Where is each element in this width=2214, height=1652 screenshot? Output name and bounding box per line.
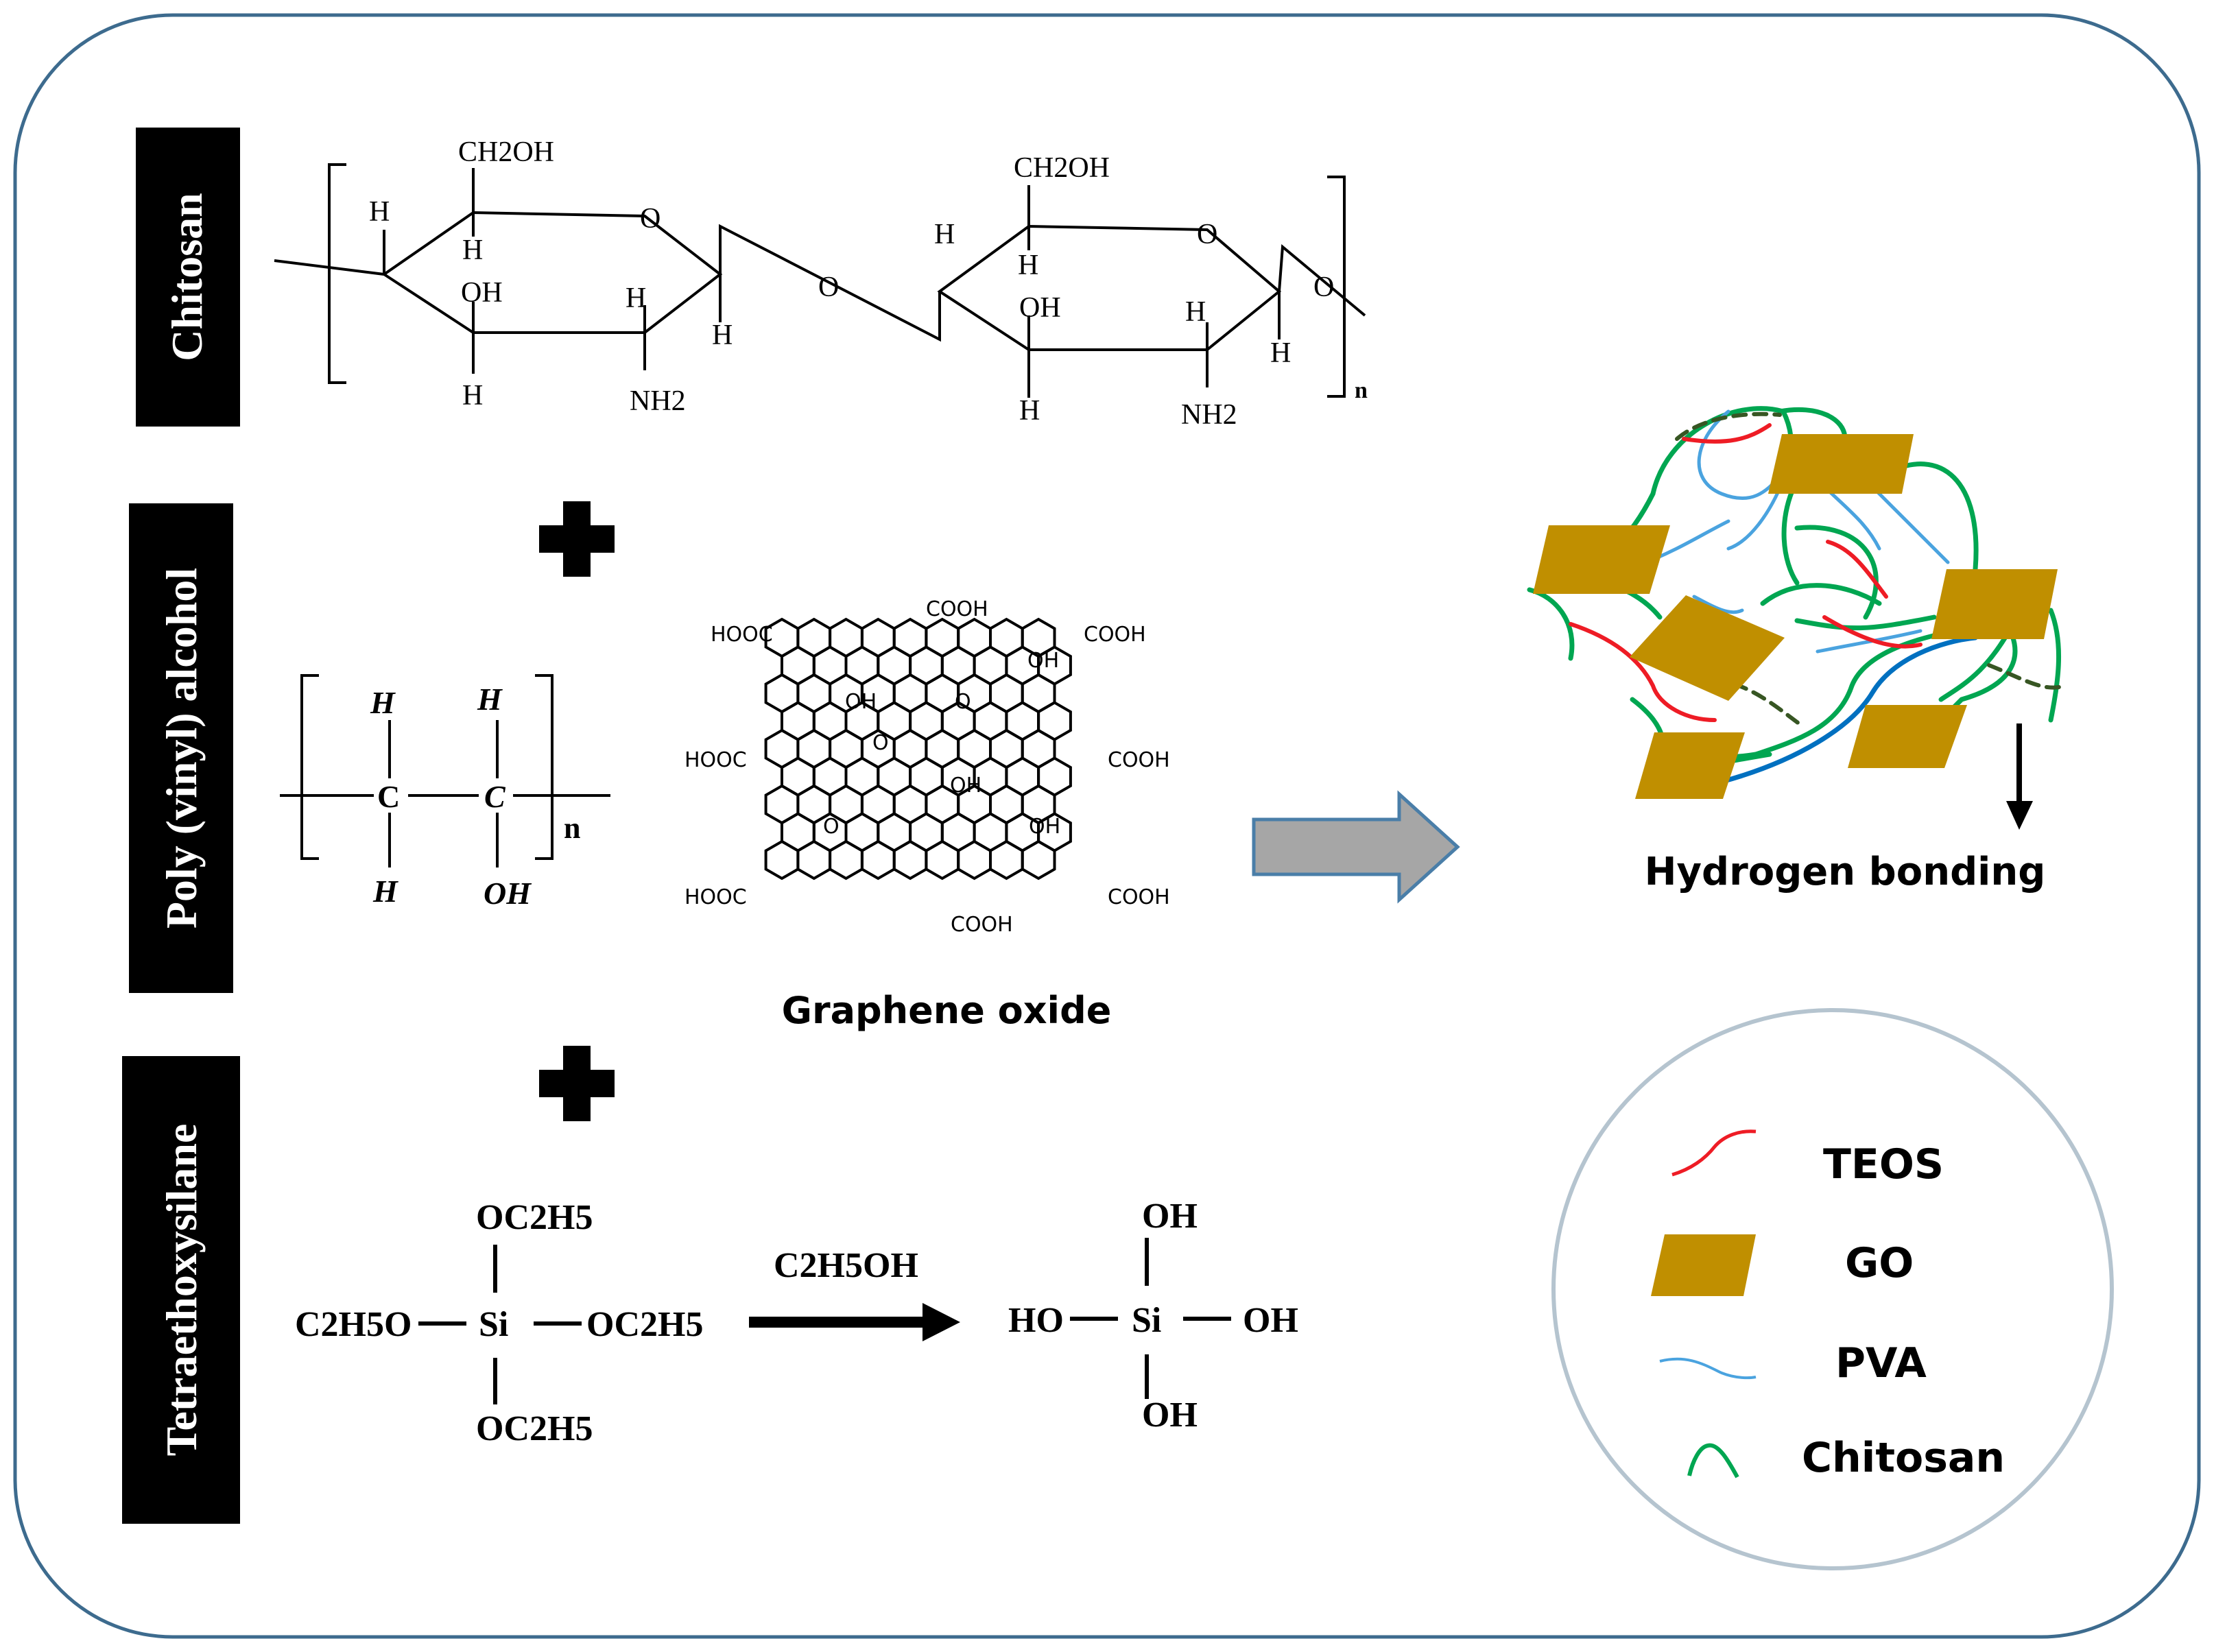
legend-pva-swatch: [1659, 1357, 1757, 1380]
svg-text:COOH: COOH: [1108, 748, 1170, 772]
graphene-hexagon: [925, 839, 960, 881]
label-pva: Poly (vinyl) alcohol: [129, 503, 233, 993]
teos-reaction: OC2H5 C2H5O Si OC2H5 OC2H5 C2H5OH OH HO …: [295, 1197, 1298, 1448]
svg-text:NH2: NH2: [1181, 399, 1237, 431]
legend-pva-label: PVA: [1835, 1339, 1927, 1387]
svg-text:C: C: [377, 779, 400, 814]
svg-text:COOH: COOH: [1084, 623, 1146, 647]
svg-text:H: H: [462, 380, 483, 411]
graphene-oxide-structure: COOH HOOC COOH OH OH O HOOC COOH O OH OH…: [685, 597, 1170, 1032]
svg-text:H: H: [462, 235, 483, 266]
label-chitosan: Chitosan: [136, 128, 240, 427]
svg-text:COOH: COOH: [951, 913, 1013, 937]
svg-text:O: O: [818, 272, 839, 303]
graphene-oxide-caption: Graphene oxide: [782, 989, 1112, 1032]
svg-text:H: H: [1018, 250, 1038, 281]
legend-teos-label: TEOS: [1823, 1140, 1944, 1188]
svg-text:H: H: [372, 874, 398, 909]
plus-icon: [539, 501, 615, 577]
chitosan-atom-labels: CH2OH O H H OH H H H NH2 O CH2OH O H H O…: [369, 136, 1368, 431]
reaction-arrow: [749, 1303, 960, 1341]
svg-text:n: n: [564, 811, 580, 845]
svg-text:O: O: [1197, 219, 1217, 250]
legend-go-label: GO: [1845, 1239, 1914, 1287]
legend-teos-swatch: [1671, 1129, 1757, 1177]
svg-text:H: H: [1185, 296, 1206, 328]
graphene-hexagon: [989, 839, 1024, 881]
svg-text:OC2H5: OC2H5: [476, 1409, 593, 1448]
svg-text:OH: OH: [1027, 649, 1059, 673]
svg-text:Tetraethoxysilane: Tetraethoxysilane: [157, 1124, 206, 1457]
svg-text:HOOC: HOOC: [685, 885, 747, 909]
svg-text:H: H: [1019, 395, 1040, 427]
svg-text:HOOC: HOOC: [711, 623, 773, 647]
svg-text:H: H: [369, 196, 390, 228]
svg-text:NH2: NH2: [630, 385, 686, 417]
flow-arrow: [1252, 790, 1460, 904]
graphene-hexagon: [892, 839, 928, 881]
svg-text:O: O: [872, 731, 889, 755]
graphene-hexagon: [1021, 839, 1056, 881]
pva-structure: [280, 674, 610, 867]
svg-text:OH: OH: [845, 690, 877, 714]
legend: TEOS GO PVA Chitosan: [1551, 1008, 2114, 1570]
svg-text:OH: OH: [1243, 1301, 1298, 1340]
graphene-hexagon: [796, 839, 832, 881]
svg-text:CH2OH: CH2OH: [1014, 152, 1110, 184]
svg-text:OC2H5: OC2H5: [586, 1305, 703, 1344]
svg-text:O: O: [823, 815, 840, 839]
svg-text:HO: HO: [1008, 1301, 1064, 1340]
graphene-hexagon: [860, 839, 896, 881]
svg-text:n: n: [1355, 378, 1368, 403]
label-teos: Tetraethoxysilane: [122, 1056, 240, 1524]
svg-text:O: O: [640, 203, 660, 235]
svg-text:Si: Si: [1132, 1301, 1161, 1340]
svg-text:O: O: [955, 690, 971, 714]
legend-chitosan-label: Chitosan: [1802, 1434, 2005, 1482]
pva-atom-labels: H H C C H OH n: [370, 682, 580, 911]
svg-text:Chitosan: Chitosan: [163, 193, 211, 361]
graphene-hexagon: [764, 839, 800, 881]
svg-text:COOH: COOH: [1108, 885, 1170, 909]
svg-text:H: H: [626, 283, 646, 314]
svg-text:C: C: [484, 779, 506, 814]
svg-text:C2H5O: C2H5O: [295, 1305, 412, 1344]
svg-text:H: H: [370, 685, 396, 720]
svg-text:H: H: [712, 320, 733, 351]
svg-text:OH: OH: [484, 876, 532, 911]
plus-icon: [539, 1046, 615, 1121]
svg-text:H: H: [477, 682, 503, 717]
outer-frame: [13, 13, 2201, 1639]
chitosan-structure: [274, 163, 1366, 398]
svg-text:OH: OH: [950, 774, 981, 798]
svg-text:OC2H5: OC2H5: [476, 1198, 593, 1237]
svg-text:OH: OH: [1019, 292, 1061, 324]
svg-text:C2H5OH: C2H5OH: [774, 1246, 918, 1285]
graphene-hexagon: [829, 839, 864, 881]
svg-text:OH: OH: [1142, 1396, 1198, 1435]
svg-text:H: H: [934, 219, 955, 250]
svg-text:OH: OH: [1029, 815, 1060, 839]
hydrogen-bonding-caption: Hydrogen bonding: [1645, 850, 2046, 894]
svg-text:OH: OH: [461, 277, 503, 309]
graphene-hexagon: [957, 839, 992, 881]
hydrogen-bonding-network: [1527, 406, 2067, 830]
svg-text:COOH: COOH: [926, 597, 988, 621]
svg-text:O: O: [1313, 272, 1334, 303]
legend-go-swatch: [1651, 1234, 1756, 1296]
svg-text:CH2OH: CH2OH: [458, 136, 554, 168]
svg-text:Si: Si: [479, 1305, 508, 1344]
svg-text:H: H: [1270, 337, 1291, 369]
down-arrow-icon: [2006, 723, 2033, 830]
legend-chitosan-swatch: [1687, 1443, 1739, 1479]
svg-text:OH: OH: [1142, 1197, 1198, 1236]
svg-text:Poly (vinyl) alcohol: Poly (vinyl) alcohol: [157, 568, 206, 929]
svg-text:HOOC: HOOC: [685, 748, 747, 772]
